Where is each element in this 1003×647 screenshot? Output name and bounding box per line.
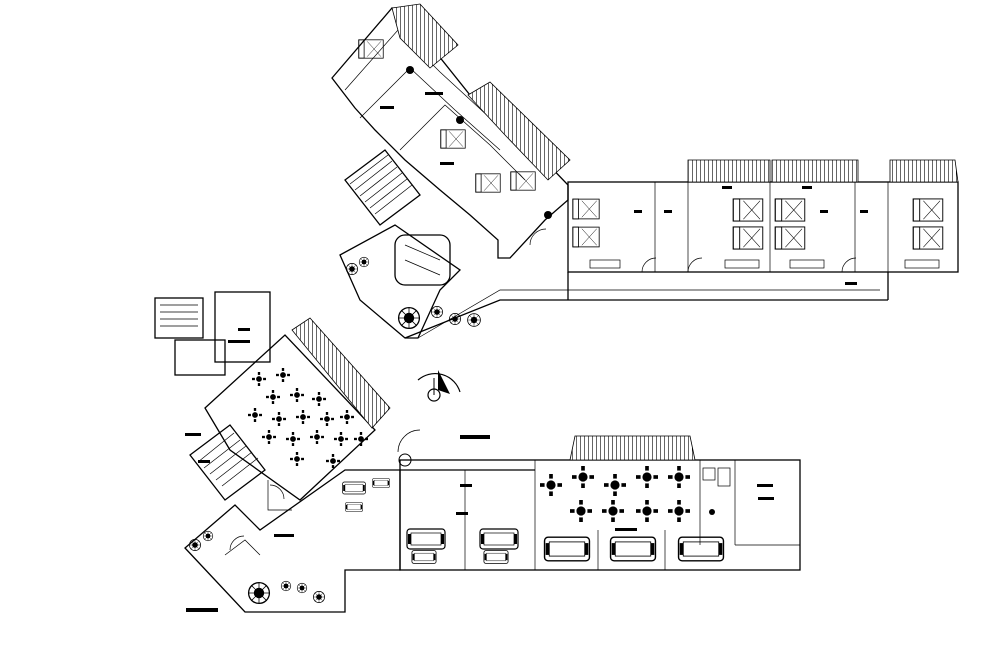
upper-staircase [344,149,421,226]
lower-service-block [154,291,271,376]
lower-staircase [185,424,266,501]
roof-hatch-2 [467,81,571,181]
upper-room-tags [380,92,868,285]
upper-bar-room [339,224,481,339]
lounge-block [186,429,801,612]
roof-hatch-1 [391,3,459,69]
upper-corridor [404,299,888,339]
upper-diagonal-fixtures [358,39,552,219]
upper-wing [331,3,959,339]
lobby-area [184,469,401,613]
lower-wing [154,291,801,613]
dining-hall [204,317,391,501]
guest-rooms-row [529,159,959,300]
north-arrow-icon [417,370,461,402]
